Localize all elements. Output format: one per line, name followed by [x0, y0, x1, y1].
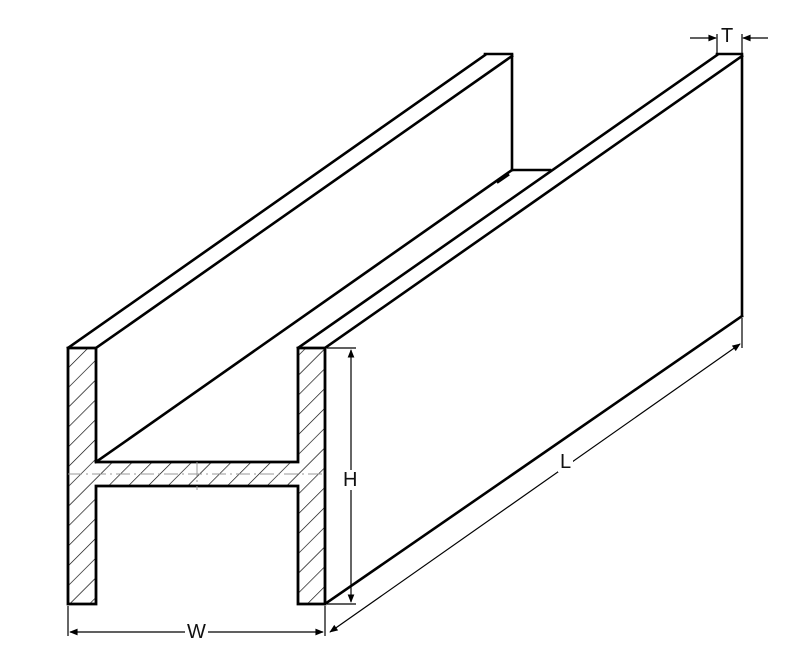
- right-flange-top: [296, 52, 744, 350]
- dimension-lines: [67, 34, 768, 636]
- height-label: H: [341, 469, 360, 491]
- beam-body: [66, 52, 744, 606]
- length-dimension: [329, 318, 743, 633]
- left-flange-top: [66, 52, 514, 350]
- centerlines: [68, 462, 325, 490]
- thickness-dimension: [690, 34, 768, 54]
- web-top: [94, 168, 552, 464]
- width-label: W: [185, 621, 208, 643]
- thickness-label: T: [719, 25, 736, 47]
- right-outer-face: [323, 54, 744, 606]
- length-label: L: [558, 451, 574, 473]
